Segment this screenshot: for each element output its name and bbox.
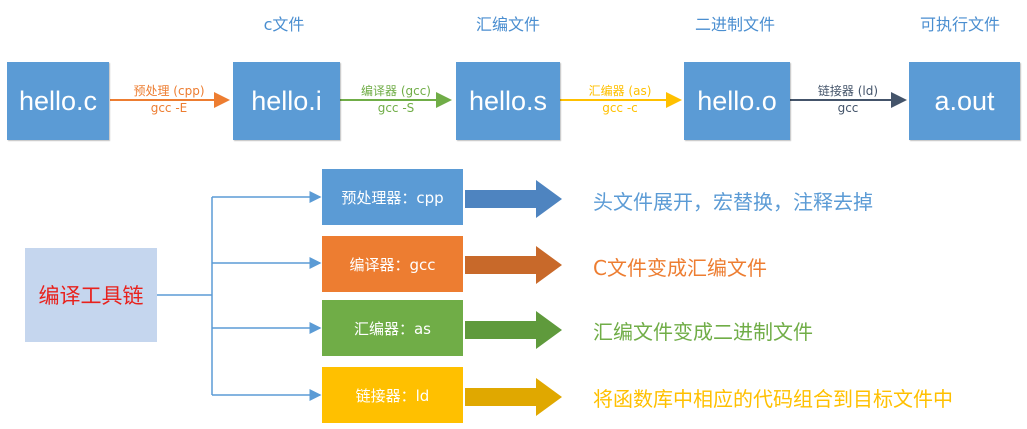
desc-as: 汇编文件变成二进制文件 bbox=[593, 320, 813, 344]
tool-box-ld: 链接器：ld bbox=[322, 367, 463, 423]
step-label-preprocess: 预处理 (cpp) gcc -E bbox=[133, 84, 205, 115]
tool-arrow-ld bbox=[465, 378, 562, 416]
tool-box-cpp: 预处理器：cpp bbox=[322, 169, 463, 225]
stage-hello-c: hello.c bbox=[7, 62, 109, 140]
file-type-c: c文件 bbox=[263, 15, 305, 34]
stage-a-out: a.out bbox=[909, 62, 1020, 140]
stage-hello-o: hello.o bbox=[684, 62, 790, 140]
file-type-binary: 二进制文件 bbox=[694, 15, 775, 34]
file-type-asm: 汇编文件 bbox=[475, 15, 540, 34]
tool-arrow-gcc bbox=[465, 246, 562, 284]
step-label-compile: 编译器 (gcc) gcc -S bbox=[361, 84, 431, 115]
step-label-assemble: 汇编器 (as) gcc -c bbox=[588, 84, 652, 115]
stage-hello-i: hello.i bbox=[233, 62, 340, 140]
stage-hello-s: hello.s bbox=[456, 62, 560, 140]
tool-arrow-as bbox=[465, 311, 562, 349]
desc-ld: 将函数库中相应的代码组合到目标文件中 bbox=[593, 387, 953, 411]
desc-cpp: 头文件展开，宏替换，注释去掉 bbox=[593, 190, 873, 214]
file-type-exec: 可执行文件 bbox=[919, 15, 1000, 34]
desc-gcc: C文件变成汇编文件 bbox=[593, 256, 767, 280]
toolchain-tree bbox=[157, 191, 322, 401]
toolchain-box: 编译工具链 bbox=[25, 248, 157, 342]
tool-box-as: 汇编器：as bbox=[322, 300, 463, 356]
tool-box-gcc: 编译器：gcc bbox=[322, 236, 463, 292]
tool-arrow-cpp bbox=[465, 180, 562, 218]
step-label-link: 链接器 (ld) gcc bbox=[817, 84, 879, 115]
